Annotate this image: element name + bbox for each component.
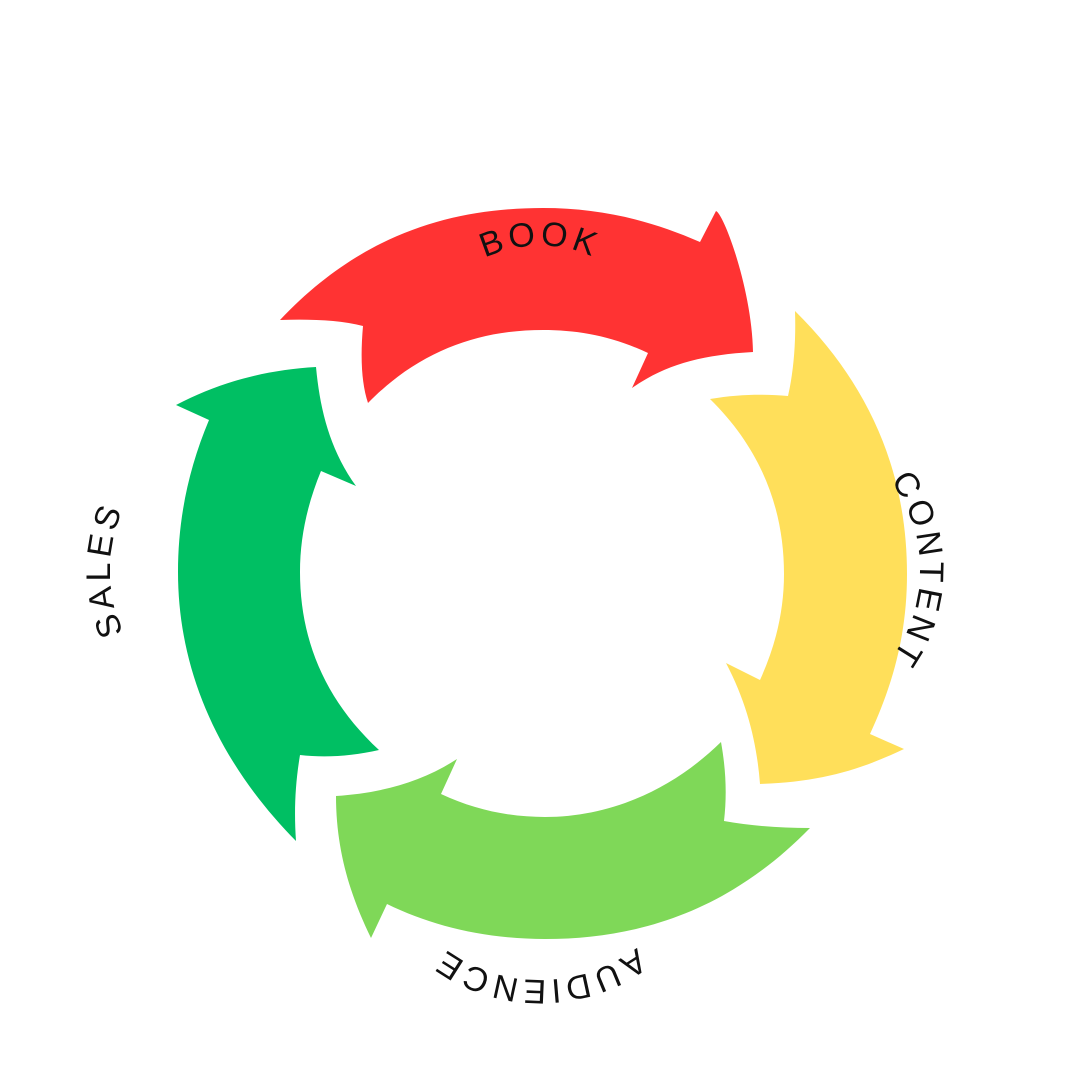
content-arrow-shape (710, 311, 907, 784)
audience-arrow-shape (336, 742, 810, 939)
segment-label-sales: SALES (80, 497, 131, 643)
cycle-segment-content: CONTENT (710, 311, 946, 784)
book-arrow-shape (280, 208, 753, 403)
cycle-segment-sales: SALES (80, 367, 379, 841)
cycle-segment-book: BOOK (280, 208, 753, 403)
cycle-segment-audience: AUDIENCE (336, 742, 810, 1010)
sales-arrow-shape (176, 367, 379, 841)
segment-label-audience: AUDIENCE (427, 941, 653, 1010)
